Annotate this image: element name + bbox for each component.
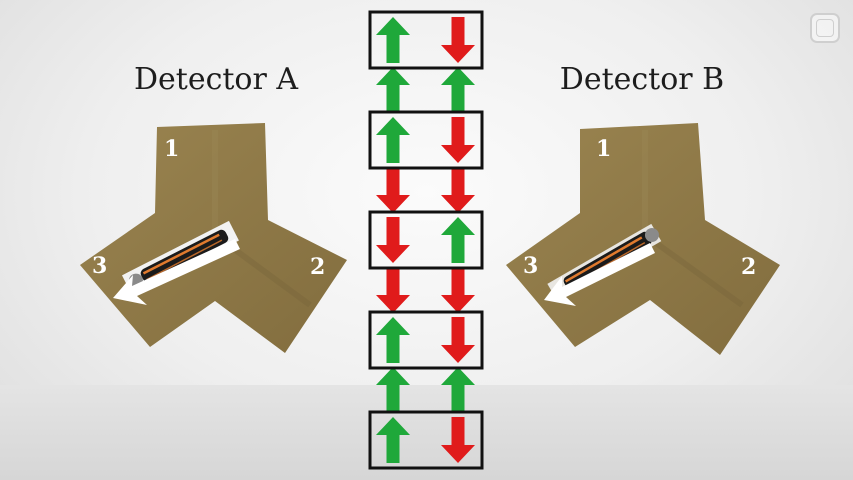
up-arrow-icon bbox=[376, 17, 410, 63]
detector-b-label-3: 3 bbox=[523, 253, 538, 279]
detector-b-direction-arrow bbox=[544, 243, 655, 306]
detector-a-label-1: 1 bbox=[164, 136, 179, 162]
down-arrow-icon bbox=[376, 217, 410, 263]
floor-backdrop bbox=[0, 385, 853, 480]
particle-pair bbox=[376, 267, 475, 313]
particle-pair bbox=[376, 17, 475, 63]
particle-pair bbox=[376, 317, 475, 363]
down-arrow-icon bbox=[441, 317, 475, 363]
measurement-frame bbox=[368, 410, 484, 470]
down-arrow-icon bbox=[441, 417, 475, 463]
up-arrow-icon bbox=[376, 67, 410, 113]
up-arrow-icon bbox=[376, 117, 410, 163]
detector-b: 1 2 3 bbox=[506, 123, 780, 355]
measurement-frame bbox=[368, 10, 484, 70]
particle-pair bbox=[376, 167, 475, 213]
detector-a-direction-arrow bbox=[113, 239, 240, 305]
down-arrow-icon bbox=[441, 267, 475, 313]
up-arrow-icon bbox=[376, 367, 410, 413]
particle-pair bbox=[376, 417, 475, 463]
particle-pair-column bbox=[368, 10, 484, 470]
up-arrow-icon bbox=[376, 317, 410, 363]
detector-a-label-2: 2 bbox=[310, 254, 325, 280]
detector-b-label-2: 2 bbox=[741, 254, 756, 280]
particle-pair bbox=[376, 117, 475, 163]
particle-pair bbox=[376, 367, 475, 413]
measurement-frame bbox=[368, 210, 484, 270]
down-arrow-icon bbox=[441, 117, 475, 163]
detector-a: 1 2 3 bbox=[80, 123, 347, 353]
up-arrow-icon bbox=[441, 217, 475, 263]
detector-a-title: Detector A bbox=[133, 62, 299, 97]
detector-a-figure bbox=[121, 220, 239, 295]
detector-b-label-1: 1 bbox=[596, 136, 611, 162]
measurement-frame bbox=[368, 310, 484, 370]
down-arrow-icon bbox=[376, 267, 410, 313]
detector-a-label-3: 3 bbox=[92, 253, 107, 279]
tv-badge-icon bbox=[810, 13, 840, 43]
detector-b-title: Detector B bbox=[559, 62, 725, 97]
particle-pair bbox=[376, 67, 475, 113]
down-arrow-icon bbox=[441, 17, 475, 63]
particle-pair bbox=[376, 217, 475, 263]
up-arrow-icon bbox=[441, 367, 475, 413]
down-arrow-icon bbox=[441, 167, 475, 213]
up-arrow-icon bbox=[376, 417, 410, 463]
measurement-frame bbox=[368, 110, 484, 170]
up-arrow-icon bbox=[441, 67, 475, 113]
down-arrow-icon bbox=[376, 167, 410, 213]
